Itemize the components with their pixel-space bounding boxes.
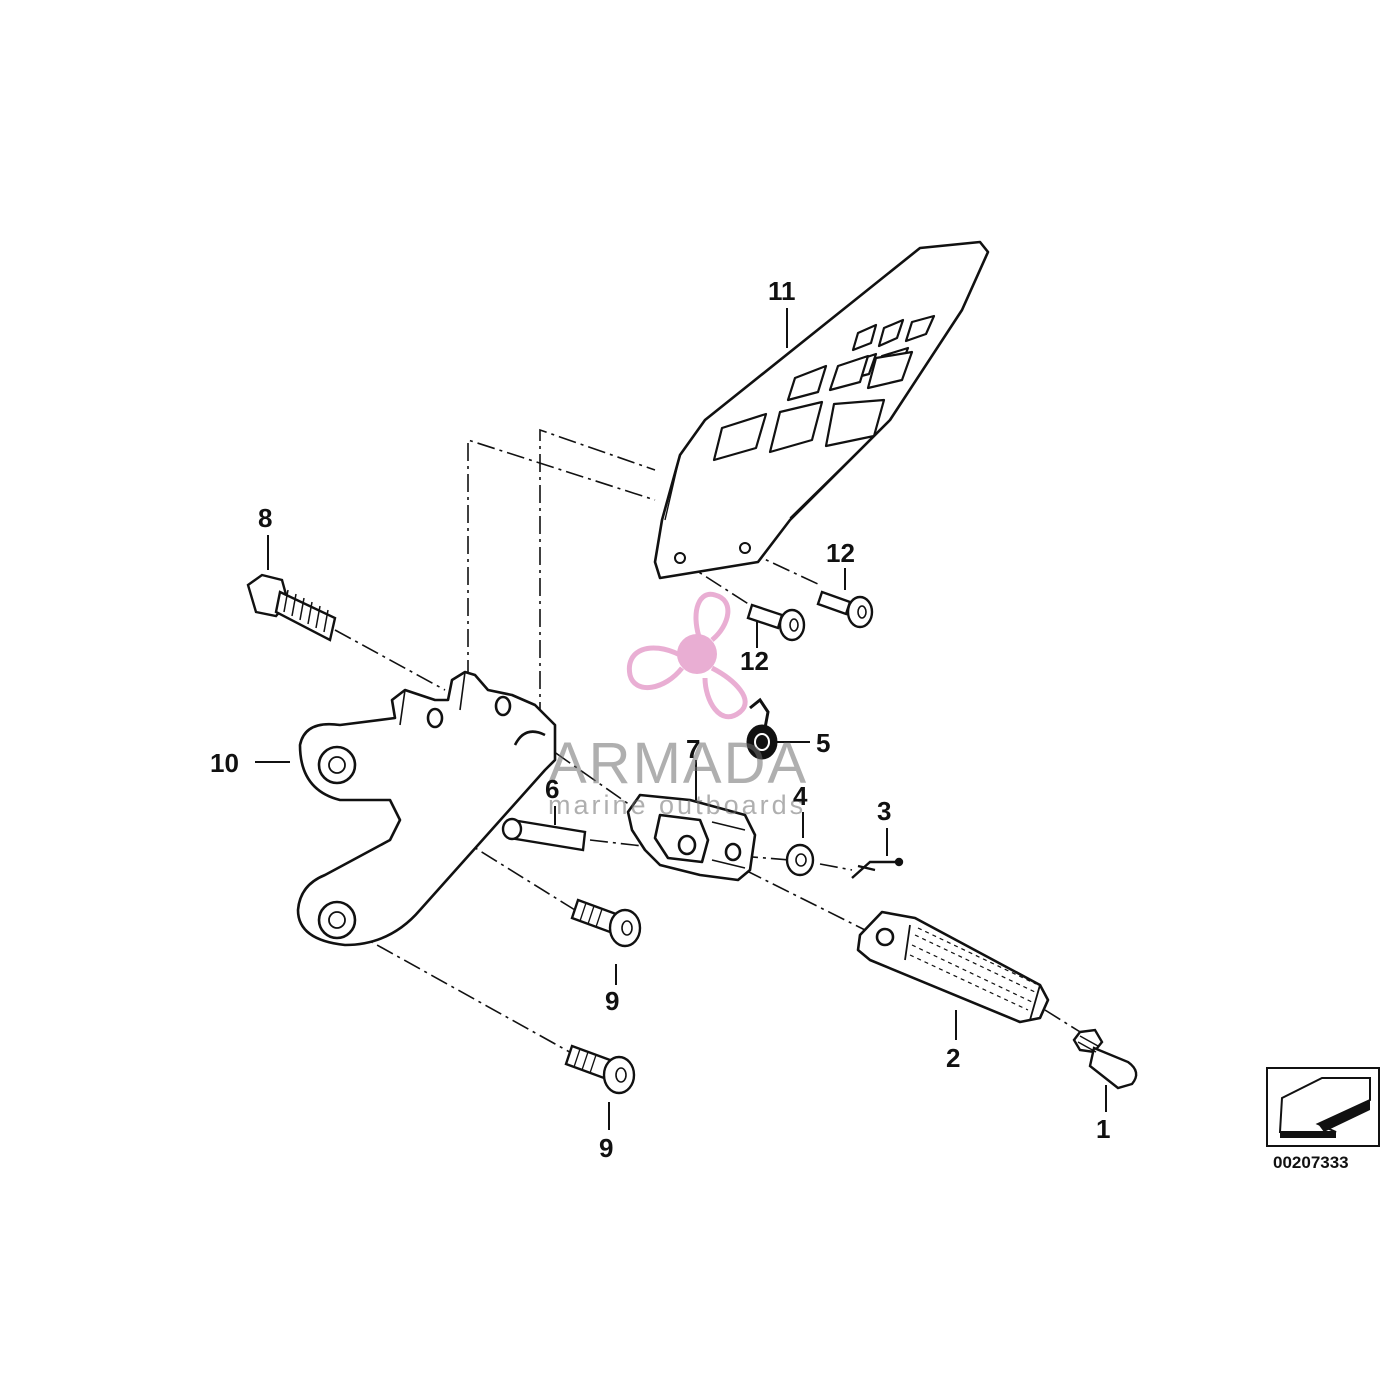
bracket-screw-upper: [570, 898, 642, 948]
callout-1: 1: [1096, 1114, 1111, 1144]
callout-5: 5: [816, 728, 831, 758]
pivot-pin: [501, 817, 587, 852]
callout-6: 6: [545, 774, 560, 804]
watermark-subtitle: marine outboards: [548, 790, 807, 820]
spring: [746, 697, 778, 760]
callout-12-lower: 12: [740, 646, 769, 676]
washer: [785, 843, 815, 877]
callout-3: 3: [877, 796, 892, 826]
watermark-propeller-icon: [626, 591, 748, 720]
direction-arrow-icon: [1266, 1067, 1380, 1147]
callout-2: 2: [946, 1043, 961, 1073]
pivot-mount: [626, 793, 757, 882]
long-bolt: [246, 573, 337, 642]
diagram-number: 00207333: [1273, 1153, 1349, 1172]
callout-8: 8: [258, 503, 273, 533]
callout-10: 10: [210, 748, 239, 778]
plate-screw-lower: [746, 603, 806, 642]
callout-9-lower: 9: [599, 1133, 614, 1163]
leader-lines: [255, 308, 1107, 1130]
callout-9-upper: 9: [605, 986, 620, 1016]
footrest-bracket: [296, 670, 557, 947]
footpeg: [856, 910, 1050, 1024]
callout-4: 4: [793, 781, 808, 811]
cotter-pin: [851, 857, 904, 879]
callout-11: 11: [768, 276, 796, 306]
watermark-title: ARMADA: [548, 731, 809, 796]
callout-7: 7: [686, 734, 701, 764]
callout-12-upper: 12: [826, 538, 855, 568]
plate-screw-upper: [816, 590, 874, 629]
bracket-screw-lower: [564, 1044, 636, 1095]
end-bolt: [1072, 1028, 1138, 1090]
heel-guard-plate: [653, 240, 990, 580]
